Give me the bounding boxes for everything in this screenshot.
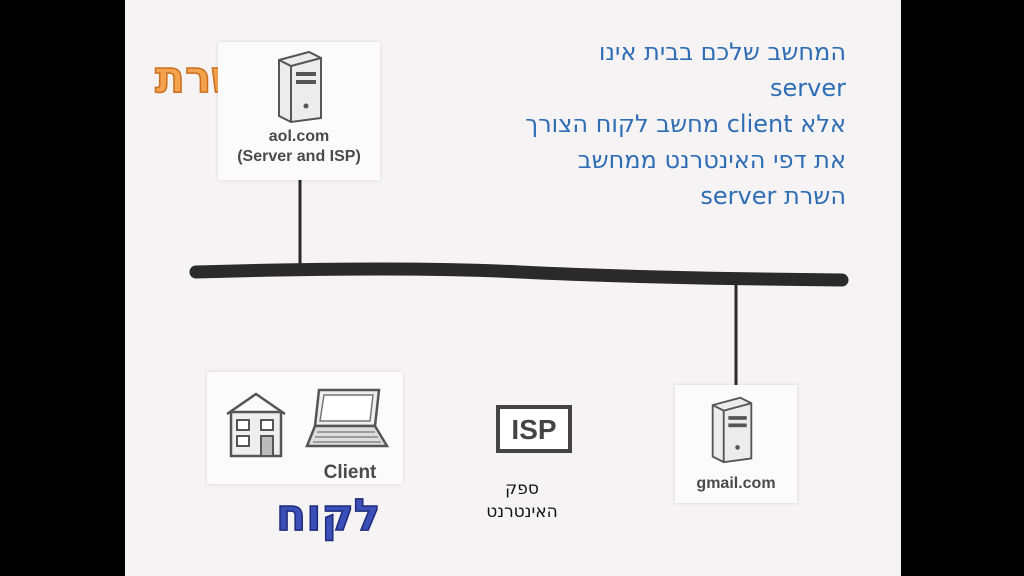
isp-subtitle-line-1: ספק [505,479,539,499]
gmail-label: gmail.com [696,475,776,492]
isp-label: ISP [511,414,557,445]
server-label-role: (Server and ISP) [237,148,361,165]
client-title: לקוח [275,489,381,542]
gmail-server-card: gmail.com [675,385,797,503]
server-card: aol.com (Server and ISP) [218,42,380,180]
caption-line-2: server [770,74,846,102]
house-icon [226,392,286,458]
caption-line-3: אלא client מחשב לקוח הצורך [525,110,846,138]
caption-line-1: המחשב שלכם בבית אינו [598,38,846,66]
server-tower-icon [711,396,753,464]
isp-subtitle-line-2: האינטרנט [486,501,558,522]
isp-box: ISP [496,405,572,453]
caption-line-5: השרת server [700,182,846,210]
client-label: Client [323,462,377,483]
server-label-domain: aol.com [268,128,330,145]
isp-subtitle: ספק האינטרנט [462,478,582,524]
server-tower-icon [278,50,322,124]
caption-line-4: את דפי האינטרנט ממחשב [577,146,846,174]
laptop-icon [305,388,390,448]
client-card: Client [207,372,403,484]
caption-text: המחשב שלכם בבית אינו server אלא client מ… [446,34,846,214]
network-backbone [189,262,849,287]
